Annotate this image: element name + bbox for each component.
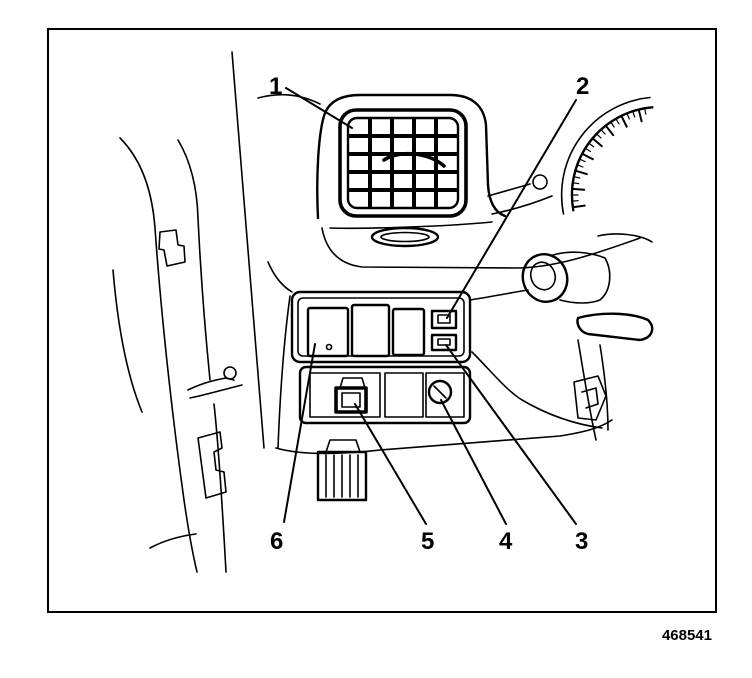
vent-bezel [338,108,468,218]
speedometer-tick [576,164,584,168]
callout-1-label: 1 [269,73,282,100]
speedometer-tick [584,147,592,153]
switch-item-2 [430,309,458,330]
vent-grille-border [346,116,460,210]
callouts: 1 2 3 4 5 6 [269,73,589,555]
speedometer-tick [610,121,615,128]
speedometer-tick [571,204,586,209]
lower-panel-middle-compartment [384,372,424,418]
lower-hinge-bracket [197,431,227,499]
figure-number: 468541 [662,627,712,644]
column-shroud-top [597,233,653,243]
lever-body-top [552,251,606,259]
callout-2-label: 2 [576,73,589,100]
callout-3-leader [445,344,577,525]
speedometer-tick [572,182,580,185]
column-bracket-detail [581,387,599,409]
callout-4-label: 4 [499,528,513,555]
speedometer-tick [578,158,586,163]
light-sensor [532,174,548,190]
vent-housing [316,93,507,220]
seat-edge [112,269,143,413]
pillar-edge-lower [213,403,227,573]
speedometer-tick [573,176,581,179]
lever-knob-highlight [529,261,557,291]
speedometer-tick [591,137,603,148]
speedometer-tick [604,124,615,137]
switch-panel-bezel [290,290,472,364]
door-striker [187,366,243,399]
knee-bolster-left-edge [277,295,291,449]
cluster-hood-lower-line [491,195,553,215]
speedometer-tick [637,108,643,123]
callout-4-leader [440,399,507,525]
speedometer [560,96,654,215]
callout-5-label: 5 [421,528,434,555]
dash-top-left [257,93,321,105]
column-lower-edge-b [599,344,609,431]
panel-right-upper-edge [469,289,529,301]
upper-hinge-bracket [158,229,186,267]
speedometer-tick [615,118,620,125]
speedometer-tick [620,114,628,128]
pillar-edge-middle [177,139,211,381]
vent-control-oval [370,226,440,248]
speedometer-bezel-arc [560,96,651,215]
figure-frame [47,28,717,613]
hanging-connector [316,439,368,502]
vent-louver [382,151,446,168]
sill-edge [149,533,197,549]
switch-item-3 [430,333,458,352]
callout-1-leader [285,87,353,129]
turn-signal-lever [521,233,654,441]
release-knob-item-4 [427,379,453,405]
speedometer-ticks [571,107,647,209]
callout-6-label: 6 [270,528,283,555]
switch-blank-a [350,303,391,358]
connector-item-5 [334,377,368,414]
speedometer-tick [596,133,602,139]
callout-5-leader [354,403,427,525]
callout-3-label: 3 [575,528,588,555]
speedometer-tick [574,169,588,176]
wiper-lever [576,312,654,342]
pillar-edge-inner [119,137,198,573]
door-pillar [112,51,265,573]
panel-right-lower-edge [471,351,603,429]
speedometer-tick [626,112,630,120]
switch-panel [290,290,472,364]
speedometer-tick [632,110,636,118]
lower-panel-right-compartment [425,372,465,418]
speedometer-outer-arc [570,106,654,212]
callout-2-leader [446,99,577,319]
dashboard-outline [257,93,641,455]
column-bracket [573,375,607,421]
lever-knob-cap [521,253,569,303]
switch-blank-b [391,307,426,357]
lower-panel-left-compartment [309,372,381,418]
lower-panel-bezel [298,365,472,425]
air-vent [316,93,507,230]
callout-6-leader [283,343,316,523]
lever-body-bottom [559,299,601,304]
cluster-hood-line [487,183,531,197]
speedometer-tick [600,129,606,135]
speedometer-tick [581,152,594,161]
column-shroud-end [599,257,611,301]
column-lower-edge-a [577,339,597,441]
pillar-edge-outer [231,51,265,449]
speedometer-tick [644,107,647,115]
speedometer-tick [571,187,586,191]
speedometer-tick [588,142,595,148]
lower-panel [298,365,472,425]
dash-left-corner [267,261,293,293]
upper-dash-lower-edge [321,227,641,269]
switch-item-6 [306,306,350,358]
